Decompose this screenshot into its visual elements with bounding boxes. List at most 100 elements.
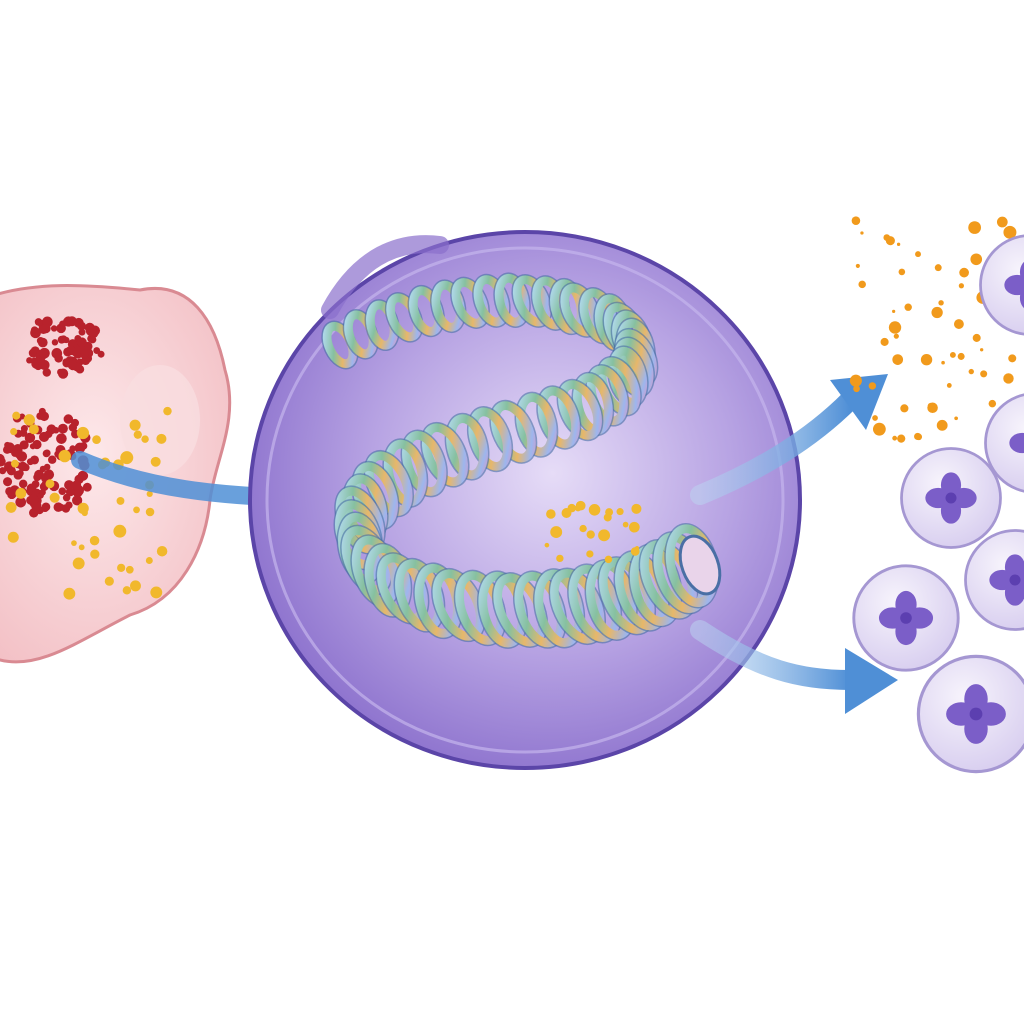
red-granule bbox=[19, 440, 29, 450]
red-granule bbox=[44, 430, 53, 439]
yellow-granule bbox=[120, 451, 134, 465]
yellow-granule bbox=[125, 565, 134, 574]
red-granule bbox=[6, 466, 16, 476]
inner-particle bbox=[586, 530, 595, 539]
released-particle bbox=[860, 231, 864, 235]
coil-ring-edge bbox=[489, 399, 538, 464]
released-particle bbox=[979, 348, 984, 352]
red-granule bbox=[78, 328, 86, 336]
nucleus-particles bbox=[544, 500, 642, 564]
daughter-cell bbox=[916, 654, 1024, 774]
released-particle bbox=[1003, 225, 1017, 239]
yellow-granule bbox=[76, 426, 90, 440]
released-particle bbox=[892, 309, 896, 314]
released-particle bbox=[988, 399, 997, 408]
red-granule bbox=[85, 325, 97, 337]
red-granule bbox=[16, 469, 24, 477]
released-particle bbox=[968, 221, 982, 234]
yellow-granule bbox=[141, 435, 149, 443]
yellow-granule bbox=[7, 531, 19, 543]
red-granule bbox=[56, 323, 66, 334]
released-particle bbox=[872, 422, 886, 436]
released-particle bbox=[851, 216, 861, 225]
released-particle bbox=[893, 333, 899, 339]
released-particle bbox=[980, 370, 988, 378]
coil-ring-edge bbox=[363, 450, 414, 518]
arrow-to-daughter-cells bbox=[690, 620, 898, 714]
red-granule bbox=[66, 345, 76, 356]
released-particle bbox=[880, 337, 889, 347]
inner-particle bbox=[604, 555, 613, 564]
released-particle bbox=[941, 360, 945, 365]
released-particles bbox=[849, 216, 1017, 443]
yellow-granule bbox=[5, 502, 17, 513]
red-granule bbox=[42, 449, 51, 458]
yellow-granule bbox=[156, 433, 167, 444]
released-particle bbox=[970, 253, 983, 266]
yellow-granule bbox=[77, 502, 89, 514]
yellow-granule bbox=[130, 580, 141, 592]
yellow-granule bbox=[23, 414, 35, 426]
yellow-granule bbox=[90, 549, 100, 559]
coil-ring bbox=[490, 401, 537, 463]
yellow-granule bbox=[113, 524, 127, 538]
daughter-cell bbox=[964, 529, 1024, 631]
cell-nucleus bbox=[248, 230, 802, 770]
released-particle bbox=[959, 267, 969, 278]
yellow-granule bbox=[104, 576, 114, 586]
yellow-granule bbox=[145, 507, 155, 517]
yellow-granule bbox=[72, 557, 85, 570]
red-granule bbox=[14, 450, 23, 459]
red-granule bbox=[29, 443, 36, 450]
red-granule bbox=[50, 325, 58, 332]
red-granule bbox=[34, 469, 45, 480]
daughter-cell bbox=[852, 564, 960, 672]
red-granule bbox=[58, 368, 69, 379]
yellow-granule bbox=[163, 406, 172, 416]
coil-ring-edge bbox=[493, 272, 531, 328]
coil-ring-edge bbox=[453, 569, 507, 647]
yellow-granule bbox=[146, 490, 153, 498]
coil-ring-edge bbox=[450, 276, 490, 329]
red-granule bbox=[97, 350, 105, 358]
yellow-granule bbox=[12, 411, 21, 420]
inner-particle bbox=[556, 554, 564, 563]
inner-particle bbox=[561, 508, 572, 518]
released-particle bbox=[946, 383, 952, 388]
red-granule bbox=[51, 339, 59, 346]
coiled-chromosome bbox=[321, 272, 722, 649]
released-particle bbox=[915, 251, 921, 258]
yellow-granule bbox=[10, 459, 19, 468]
coil-ring-edge bbox=[556, 378, 604, 442]
yellow-granule bbox=[28, 424, 39, 435]
red-granule bbox=[24, 433, 35, 443]
released-particle bbox=[898, 268, 906, 276]
released-particle bbox=[853, 385, 860, 393]
red-granule bbox=[51, 348, 63, 359]
red-granule bbox=[74, 442, 86, 454]
red-granule bbox=[88, 335, 97, 344]
inner-particle bbox=[544, 542, 550, 548]
coil-ring bbox=[445, 413, 489, 480]
coil-ring bbox=[401, 430, 447, 497]
daughter-cell bbox=[979, 234, 1024, 336]
yellow-granule bbox=[92, 435, 101, 444]
released-particle bbox=[858, 280, 866, 289]
coil-ring bbox=[468, 407, 512, 471]
red-granule bbox=[62, 358, 69, 365]
yellow-granule bbox=[122, 586, 132, 595]
red-granule bbox=[28, 348, 38, 358]
red-granule bbox=[3, 477, 13, 487]
coil-ring-edge bbox=[533, 568, 586, 649]
red-granule bbox=[42, 368, 51, 377]
inner-particle bbox=[631, 503, 642, 514]
coil-ring-edge bbox=[407, 284, 445, 338]
red-granule bbox=[71, 480, 82, 491]
yellow-granule bbox=[133, 506, 140, 514]
yellow-granule bbox=[150, 586, 163, 599]
red-granule bbox=[15, 496, 27, 508]
released-particle bbox=[931, 306, 943, 319]
coil-ring-edge bbox=[514, 391, 559, 458]
red-granule bbox=[30, 327, 41, 339]
